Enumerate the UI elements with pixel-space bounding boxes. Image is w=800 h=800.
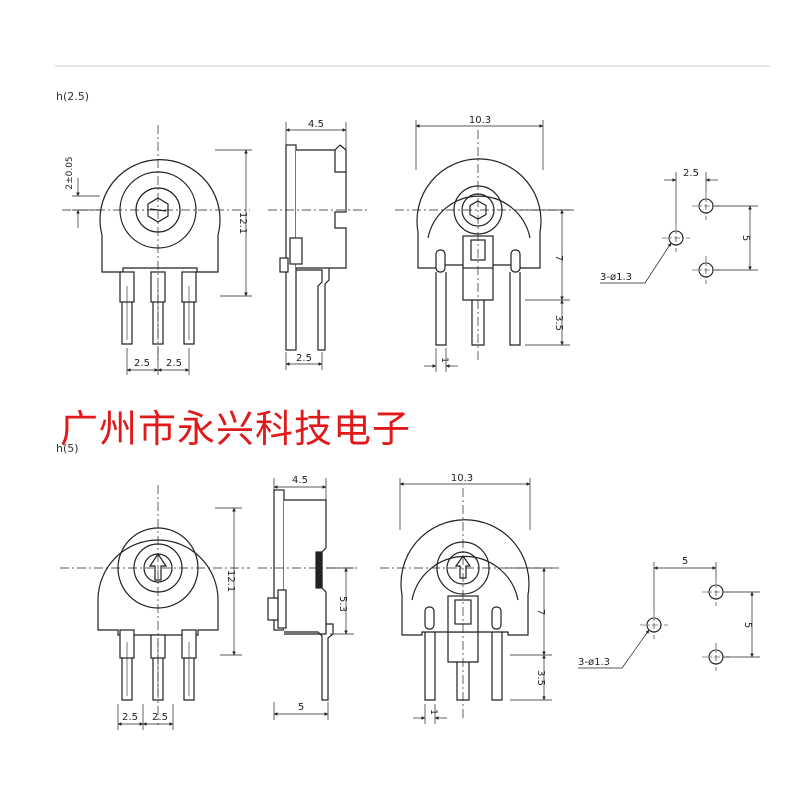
top-pcb-centerlines [662,192,720,284]
bottom-pcb-pitch-x: 5 [682,556,688,567]
bottom-side-dimensions [273,478,354,720]
top-pcb-pitch-x: 2.5 [683,168,699,179]
top-side-dimensions [285,122,347,370]
bottom-front-height-dim: 12.1 [225,570,236,592]
bottom-front-dimensions [117,507,242,730]
top-back-pin-width-dim: 1 [439,357,449,363]
bottom-side-foot-dim: 5 [298,702,304,713]
top-side-foot-dim: 2.5 [296,353,312,364]
bottom-back-width-dim: 10.3 [451,473,473,484]
bottom-front-centerlines [60,485,250,725]
top-side-width-dim: 4.5 [308,119,324,130]
top-back-view [416,158,542,346]
top-side-view [279,144,347,351]
bottom-pcb-pattern [646,584,724,665]
top-front-view [99,159,221,345]
top-back-pin-height-dim: 7 [553,255,564,261]
bottom-back-lead-dim: 3.5 [535,670,546,686]
bottom-back-view [400,519,530,701]
bottom-pcb-pitch-y: 5 [742,622,753,628]
top-pcb-pitch-y: 5 [740,235,751,241]
bottom-side-view [267,489,334,701]
top-variant-label: h(2.5) [56,90,89,103]
bottom-back-pin-width-dim: 1 [428,709,438,715]
bottom-back-dimensions [399,478,552,724]
top-back-width-dim: 10.3 [469,115,491,126]
top-back-lead-dim: 3.5 [553,315,564,331]
top-front-dimensions [72,149,252,375]
bottom-pcb-centerlines [640,578,730,671]
top-front-pitch-right: 2.5 [166,358,182,369]
bottom-front-pitch-right: 2.5 [152,712,168,723]
company-banner: 广州市永兴科技电子 [60,407,412,451]
top-front-centerlines [62,125,250,360]
top-front-height-dim: 12.1 [237,212,248,234]
bottom-front-pitch-left: 2.5 [122,712,138,723]
bottom-side-height-dim: 5.3 [337,596,348,612]
top-back-dimensions [415,120,570,372]
top-pcb-holes-note: 3-ø1.3 [600,272,632,283]
bottom-pcb-holes-note: 3-ø1.3 [578,657,610,668]
bottom-variant-label: h(5) [56,442,79,455]
bottom-side-width-dim: 4.5 [292,475,308,486]
bottom-back-pin-height-dim: 7 [535,609,546,615]
top-pcb-dimensions [600,172,758,284]
top-front-pitch-left: 2.5 [134,358,150,369]
bottom-pcb-dimensions [578,562,760,669]
top-front-offset-dim: 2±0.05 [65,156,75,189]
